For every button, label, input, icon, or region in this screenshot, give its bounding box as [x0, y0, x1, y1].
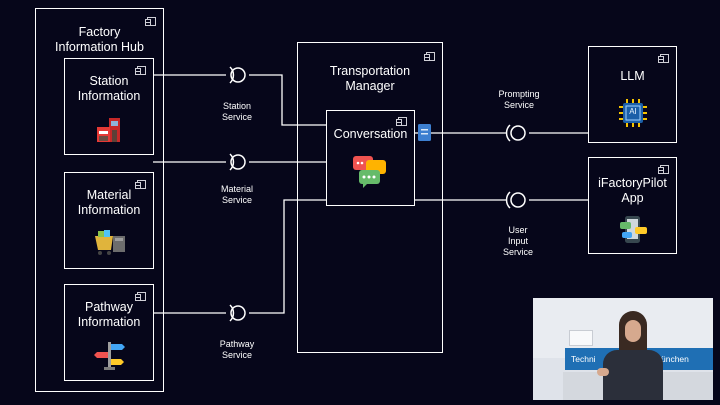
- llm-title: LLM: [620, 69, 645, 83]
- ai-chip-icon: AI: [619, 99, 647, 127]
- conversation-title: Conversation: [333, 127, 408, 141]
- chat-bubbles-icon: [353, 156, 386, 188]
- station-service-socket: [229, 66, 235, 84]
- component-icon: [135, 180, 146, 189]
- banner-text-right: ünchen: [661, 354, 689, 364]
- document-icon: [418, 124, 431, 141]
- factory-building-icon: [97, 118, 120, 142]
- presenter-body: [603, 350, 663, 400]
- pathway-service-port: [230, 305, 246, 321]
- material-title: Material Information: [77, 188, 141, 217]
- video-screen: [569, 330, 593, 346]
- material-cart-icon: [95, 230, 125, 255]
- presenter-face: [625, 320, 641, 342]
- signpost-icon: [94, 342, 125, 370]
- transportation-manager: Transportation Manager: [297, 42, 443, 353]
- presenter-video: Techni ünchen: [533, 298, 713, 400]
- llm: LLM AI: [588, 46, 677, 143]
- component-icon: [145, 17, 156, 26]
- component-icon: [135, 292, 146, 301]
- phone-chat-icon: [620, 216, 647, 243]
- station-title: Station Information: [77, 74, 141, 103]
- app-title: iFactoryPilot App: [598, 176, 667, 205]
- component-icon: [424, 52, 435, 61]
- pathway-title: Pathway Information: [77, 300, 141, 329]
- user-input-service-socket: [505, 191, 511, 209]
- factory-information-hub: Factory Information Hub: [35, 8, 164, 392]
- station-information: Station Information: [64, 58, 154, 155]
- user-input-service-label: User Input Service: [502, 225, 533, 257]
- pathway-service-label: Pathway Service: [219, 339, 255, 360]
- ifactorypilot-app: iFactoryPilot App: [588, 157, 677, 254]
- material-information: Material Information: [64, 172, 154, 269]
- pathway-information: Pathway Information: [64, 284, 154, 381]
- chip-label: AI: [629, 107, 637, 116]
- pathway-service-socket: [229, 304, 235, 322]
- component-icon: [658, 54, 669, 63]
- conversation: Conversation: [326, 110, 415, 206]
- transport-title: Transportation Manager: [329, 64, 411, 93]
- station-service-port: [230, 67, 246, 83]
- component-icon: [658, 165, 669, 174]
- prompting-service-socket: [505, 124, 511, 142]
- prompting-service-port: [510, 125, 526, 141]
- user-input-service-port: [510, 192, 526, 208]
- presenter-hand: [597, 368, 609, 376]
- component-icon: [135, 66, 146, 75]
- prompting-service-label: Prompting Service: [498, 89, 540, 110]
- wire-pathway-conversation: [249, 199, 327, 314]
- banner-text-left: Techni: [571, 354, 596, 364]
- material-service-socket: [229, 153, 235, 171]
- wire-station-conversation: [249, 74, 327, 126]
- component-icon: [396, 117, 407, 126]
- station-service-label: Station Service: [221, 101, 252, 122]
- material-service-label: Material Service: [220, 184, 253, 205]
- material-service-port: [230, 154, 246, 170]
- hub-title: Factory Information Hub: [55, 25, 144, 54]
